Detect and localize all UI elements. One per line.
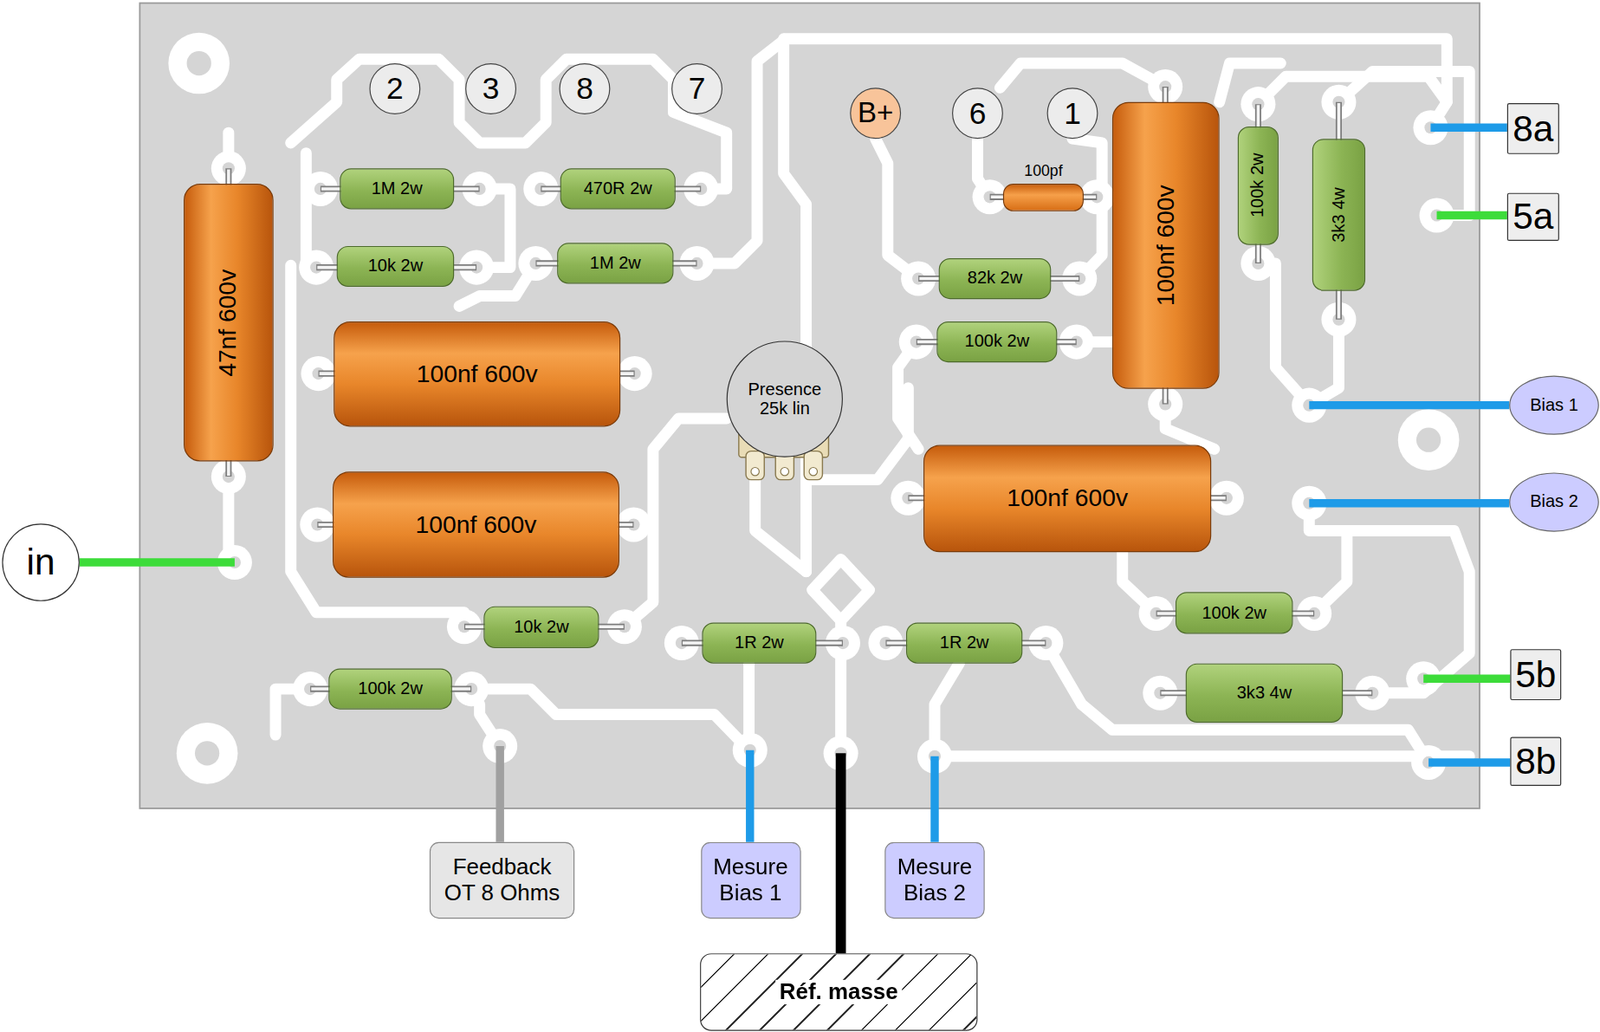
- part-label: 1M 2w: [589, 253, 642, 273]
- resistor-body: 100k 2w: [1237, 126, 1279, 246]
- part-label: Mesure Bias 1: [706, 855, 797, 906]
- part-label: 5a: [1512, 196, 1554, 238]
- part-label: 100k 2w: [357, 679, 423, 699]
- part-label: 1R 2w: [939, 633, 990, 653]
- pin-label: 1: [1063, 96, 1082, 131]
- part-label: 470R 2w: [583, 179, 653, 199]
- terminal-box: 8b: [1509, 736, 1562, 786]
- resistor-body: 1R 2w: [906, 622, 1023, 664]
- pin-number-circle: 1: [1047, 87, 1099, 139]
- part-label: 100k 2w: [1248, 153, 1268, 219]
- potentiometer-body: Presence 25k lin: [726, 340, 843, 457]
- measure-box: Mesure Bias 2: [884, 842, 985, 919]
- ground-box: Réf. masse: [699, 952, 978, 1031]
- part-label: Presence 25k lin: [736, 379, 834, 419]
- part-label: 100pf: [1023, 161, 1063, 180]
- resistor-body: 100k 2w: [1175, 591, 1293, 634]
- pin-label: 2: [386, 71, 404, 107]
- resistor-body: 1R 2w: [701, 622, 817, 664]
- part-label: 100nf 600v: [415, 511, 538, 539]
- pin-number-circle: 2: [369, 63, 421, 115]
- part-label: 47nf 600v: [214, 268, 243, 376]
- terminal-box: 5a: [1507, 193, 1560, 241]
- part-label: 10k 2w: [513, 617, 569, 637]
- resistor-body: 10k 2w: [336, 246, 454, 287]
- terminal-box: 5b: [1509, 648, 1562, 700]
- resistor-body: 10k 2w: [483, 606, 599, 648]
- pcb-traces: [228, 38, 1470, 763]
- part-label: Feedback OT 8 Ohms: [440, 855, 564, 906]
- component-leads: [228, 86, 1373, 694]
- wires: [79, 127, 1510, 953]
- resistor-body: 3k3 4w: [1312, 138, 1366, 292]
- part-label: 1R 2w: [734, 633, 784, 653]
- part-label: 1M 2w: [371, 179, 423, 199]
- part-label: Mesure Bias 2: [889, 855, 980, 906]
- capacitor-body: 100pf: [1003, 183, 1084, 212]
- capacitor-body: 100nf 600v: [333, 321, 621, 427]
- part-label: 100nf 600v: [416, 360, 538, 389]
- mounting-holes: [168, 32, 1459, 784]
- input-circle: in: [1, 523, 80, 602]
- part-label: 8a: [1512, 108, 1554, 149]
- part-label: 5b: [1515, 654, 1556, 695]
- part-label: Réf. masse: [775, 978, 902, 1005]
- part-label: 10k 2w: [368, 256, 423, 276]
- part-label: 3k3 4w: [1237, 683, 1292, 703]
- pin-label: 6: [969, 96, 987, 131]
- resistor-body: 1M 2w: [339, 168, 454, 209]
- pin-label: 7: [688, 71, 707, 107]
- capacitor-body: 47nf 600v: [183, 183, 274, 461]
- capacitor-body: 100nf 600v: [332, 471, 620, 578]
- capacitor-body: 100nf 600v: [923, 445, 1212, 553]
- pin-number-circle: 8: [559, 63, 611, 115]
- feedback-box: Feedback OT 8 Ohms: [429, 842, 575, 919]
- part-label: 82k 2w: [967, 268, 1023, 288]
- resistor-body: 1M 2w: [557, 242, 674, 284]
- part-label: 100k 2w: [965, 331, 1030, 351]
- resistor-body: 3k3 4w: [1185, 663, 1343, 723]
- pin-label: 3: [482, 71, 500, 107]
- bias-ellipse: Bias 2: [1509, 472, 1600, 532]
- bias-ellipse: Bias 1: [1509, 375, 1600, 435]
- pcb-board: [139, 3, 1480, 809]
- part-label: in: [26, 541, 56, 583]
- resistor-body: 100k 2w: [328, 668, 453, 710]
- part-label: 100nf 600v: [1006, 485, 1128, 513]
- resistor-body: 82k 2w: [939, 258, 1052, 299]
- pin-number-circle: 6: [952, 87, 1004, 139]
- capacitor-body: 100nf 600v: [1112, 102, 1220, 389]
- measure-box: Mesure Bias 1: [700, 842, 801, 919]
- part-label: 8b: [1515, 740, 1556, 782]
- resistor-body: 470R 2w: [560, 168, 676, 209]
- resistor-body: 100k 2w: [936, 321, 1057, 363]
- part-label: Bias 1: [1529, 395, 1579, 415]
- pin-number-circle: 7: [671, 63, 723, 115]
- part-label: Bias 2: [1529, 492, 1579, 512]
- pin-label: 8: [576, 71, 594, 107]
- terminal-box: 8a: [1507, 103, 1560, 155]
- solder-pads: [211, 69, 1455, 780]
- pin-label: B+: [857, 97, 894, 130]
- pin-number-circle: 3: [465, 63, 517, 115]
- part-label: 100k 2w: [1201, 602, 1267, 622]
- part-label: 100nf 600v: [1152, 184, 1180, 306]
- part-label: 3k3 4w: [1328, 187, 1348, 242]
